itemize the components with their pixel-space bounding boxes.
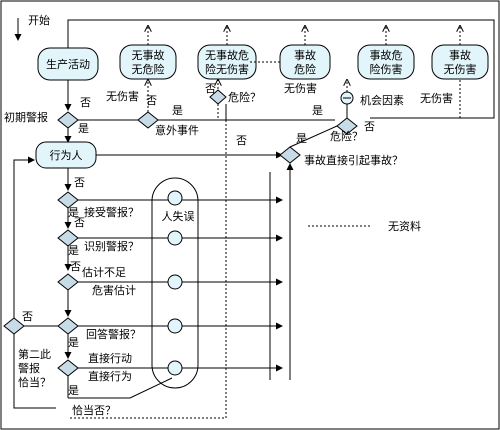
direct-action-1: 直接行动 — [88, 351, 132, 365]
accident-danger-line1: 事故 — [294, 48, 316, 62]
error-node-5 — [167, 360, 183, 376]
error-node-4 — [167, 318, 183, 334]
danger2-no: 否 — [364, 120, 375, 133]
accident-event-no: 否 — [146, 94, 157, 107]
receive-yes: 是 — [68, 206, 79, 219]
no-accident-no-danger-line2: 无危险 — [132, 62, 165, 76]
early-warning-no: 否 — [80, 96, 91, 109]
actor-label: 行为人 — [50, 149, 83, 162]
appropriate-label: 恰当否？ — [72, 403, 116, 417]
error-node-1 — [167, 190, 183, 206]
no-accident-no-danger-line1: 无事故 — [132, 48, 165, 62]
direct-cause-up — [289, 125, 338, 148]
accident-danger-line2: 危险 — [294, 62, 316, 76]
early-warning-yes: 是 — [78, 122, 89, 135]
direct-cause-no: 否 — [236, 134, 247, 147]
accident-no-harm-line2: 无伤害 — [444, 62, 477, 76]
danger-diamond-2 — [336, 117, 358, 135]
hazard-estimate-label: 危害估计 — [92, 283, 136, 297]
direct-action-2: 直接行为 — [88, 369, 132, 383]
direct-action-diamond — [57, 359, 79, 377]
second-warning-loop — [13, 156, 35, 318]
answer-warning-label: 回答警报？ — [86, 327, 141, 341]
no-harm-label-1: 无伤害 — [106, 89, 139, 103]
direct-action-yes: 是 — [68, 384, 79, 397]
early-warning-label: 初期警报 — [4, 110, 48, 124]
second-warning-diamond — [3, 317, 25, 335]
production-label: 生产活动 — [46, 57, 90, 71]
second-warning-line2: 警报 — [18, 361, 40, 375]
dotted-left-return — [68, 104, 227, 419]
answer-warning-diamond — [57, 317, 79, 335]
danger1-no: 否 — [205, 82, 216, 95]
human-error-capsule — [151, 177, 199, 389]
no-harm-label-3: 无伤害 — [420, 91, 453, 105]
recognize-warning-label: 识别警报？ — [84, 239, 139, 253]
human-error-label: 人失误 — [162, 210, 195, 223]
no-harm-label-2: 无伤害 — [284, 81, 317, 95]
accident-event-yes: 是 — [172, 104, 183, 117]
recognize-yes: 是 — [68, 244, 79, 257]
accident-danger-harm-line1: 事故危 — [370, 48, 403, 62]
accident-event-diamond — [137, 111, 159, 129]
second-warning-bottom — [13, 334, 56, 409]
answer-yes: 是 — [68, 336, 79, 349]
accident-danger-harm-line2: 险伤害 — [370, 62, 403, 76]
direct-cause-diamond — [279, 146, 301, 164]
estimate-diamond — [57, 273, 79, 291]
estimate-insufficient-label: 估计不足 — [82, 266, 126, 279]
no-data-legend: 无资料 — [388, 219, 421, 233]
top-feedback-line — [67, 19, 495, 119]
direct-cause-yes: 是 — [296, 132, 307, 145]
receive-down-no: 否 — [74, 216, 85, 229]
accident-event-label: 意外事件 — [155, 123, 199, 137]
second-warning-line1: 第二此 — [18, 347, 51, 361]
accident-no-harm-line1: 事故 — [449, 48, 471, 62]
actor-down-no: 否 — [74, 176, 85, 189]
receive-warning-label: 接受警报？ — [84, 205, 139, 219]
no-accident-no-harm-line2: 险无伤害 — [205, 62, 249, 76]
danger-q1: 危险？ — [228, 90, 261, 104]
early-warning-diamond — [57, 111, 79, 129]
error-node-2 — [167, 230, 183, 246]
danger-q2: 危险？ — [330, 129, 363, 143]
no-accident-no-harm-line1: 无事故危 — [205, 48, 249, 62]
direct-cause-label: 事故直接引起事故？ — [304, 153, 403, 167]
appropriate-link — [68, 377, 173, 399]
second-warning-line3: 恰当？ — [18, 375, 51, 389]
error-node-3 — [167, 274, 183, 290]
chance-factor-label: 机会因素 — [360, 93, 404, 107]
estimate-no: 否 — [70, 260, 81, 273]
second-warning-no: 否 — [22, 310, 33, 323]
start-label: 开始 — [28, 13, 50, 27]
chance-yes: 是 — [312, 104, 323, 117]
